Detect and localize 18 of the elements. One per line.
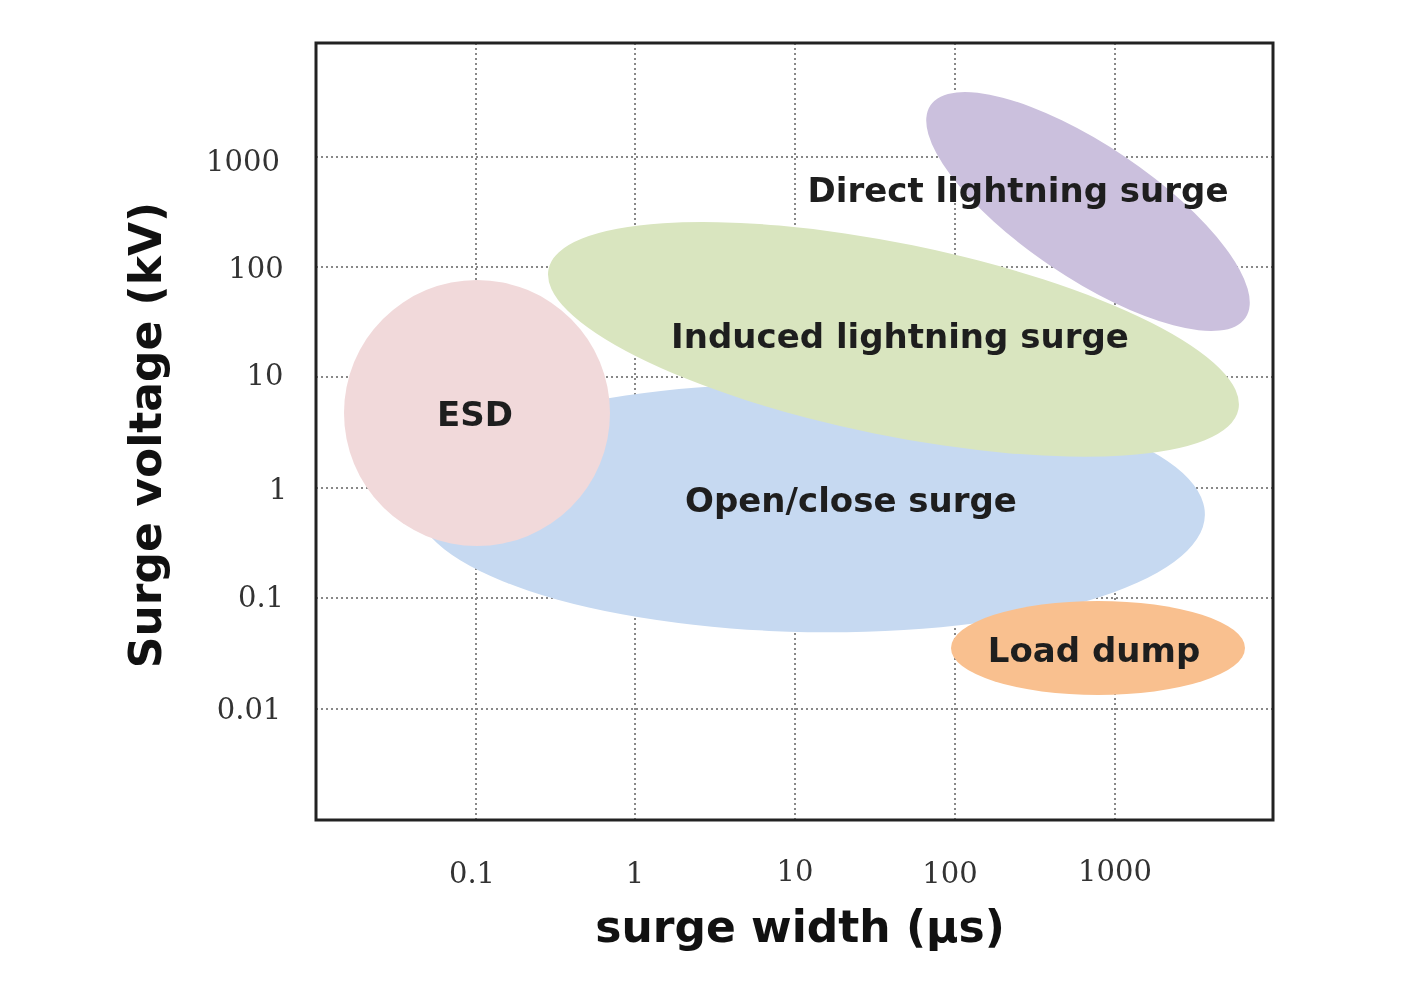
- tick-label: 100: [228, 253, 284, 283]
- tick-label: 1000: [206, 146, 280, 176]
- region-label: Induced lightning surge: [671, 319, 1129, 353]
- tick-label: 1: [625, 858, 645, 888]
- tick-label: 0.1: [448, 858, 496, 888]
- tick-label: 0.1: [237, 582, 285, 612]
- region-label: Direct lightning surge: [807, 173, 1229, 207]
- region-label: Open/close surge: [685, 483, 1017, 517]
- region-label: Load dump: [987, 633, 1201, 667]
- tick-label: 1000: [1078, 856, 1152, 886]
- tick-label: 1: [268, 474, 288, 504]
- tick-label: 10: [246, 360, 284, 390]
- tick-label: 0.01: [216, 694, 282, 724]
- region-label: ESD: [437, 397, 513, 431]
- axis-title: surge width (μs): [595, 905, 1005, 949]
- tick-label: 100: [922, 858, 978, 888]
- tick-label: 10: [776, 856, 814, 886]
- axis-title: Surge voltage (kV): [124, 201, 168, 669]
